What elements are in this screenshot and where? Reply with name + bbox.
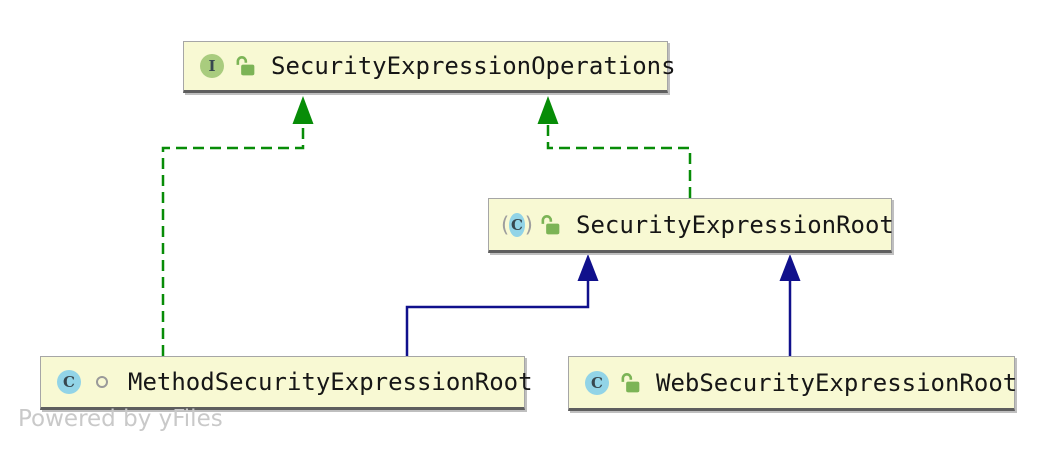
class-node-security-expression-root[interactable]: ( C ) SecurityExpressionRoot: [488, 198, 894, 253]
class-icon-letter: C: [509, 212, 525, 237]
open-padlock-icon: [233, 55, 257, 77]
class-node-method-security-expression-root[interactable]: C MethodSecurityExpressionRoot: [40, 356, 533, 410]
class-name: WebSecurityExpressionRoot: [656, 368, 1018, 397]
realization-arrowhead: [292, 96, 314, 124]
abstract-paren-open: (: [501, 212, 510, 237]
interface-icon-letter: I: [200, 54, 224, 78]
class-node-security-expression-operations[interactable]: I SecurityExpressionOperations: [183, 41, 676, 93]
edge-root-realizes-operations[interactable]: [537, 96, 692, 198]
class-name: SecurityExpressionRoot: [576, 210, 894, 239]
class-node-web-security-expression-root[interactable]: C WebSecurityExpressionRoot: [568, 356, 1018, 411]
circle-outline-icon: [90, 376, 114, 388]
edge-method-realizes-operations[interactable]: [161, 96, 314, 356]
generalization-arrowhead: [577, 254, 599, 281]
realization-arrowhead: [537, 96, 559, 124]
interface-icon: I: [196, 54, 228, 78]
class-icon-letter: C: [585, 370, 609, 395]
class-icon: C: [581, 370, 613, 395]
open-padlock-icon: [618, 372, 642, 394]
edge-method-extends-root[interactable]: [405, 254, 599, 356]
class-icon: C: [53, 370, 85, 394]
abstract-class-icon: ( C ): [501, 212, 533, 237]
class-name: MethodSecurityExpressionRoot: [128, 368, 533, 396]
class-name: SecurityExpressionOperations: [271, 52, 676, 80]
open-padlock-icon: [538, 214, 562, 236]
edge-web-extends-root[interactable]: [779, 254, 801, 356]
yfiles-watermark: Powered by yFiles: [18, 406, 223, 432]
class-icon-letter: C: [57, 370, 81, 394]
abstract-paren-close: ): [524, 212, 533, 237]
generalization-arrowhead: [779, 254, 801, 281]
